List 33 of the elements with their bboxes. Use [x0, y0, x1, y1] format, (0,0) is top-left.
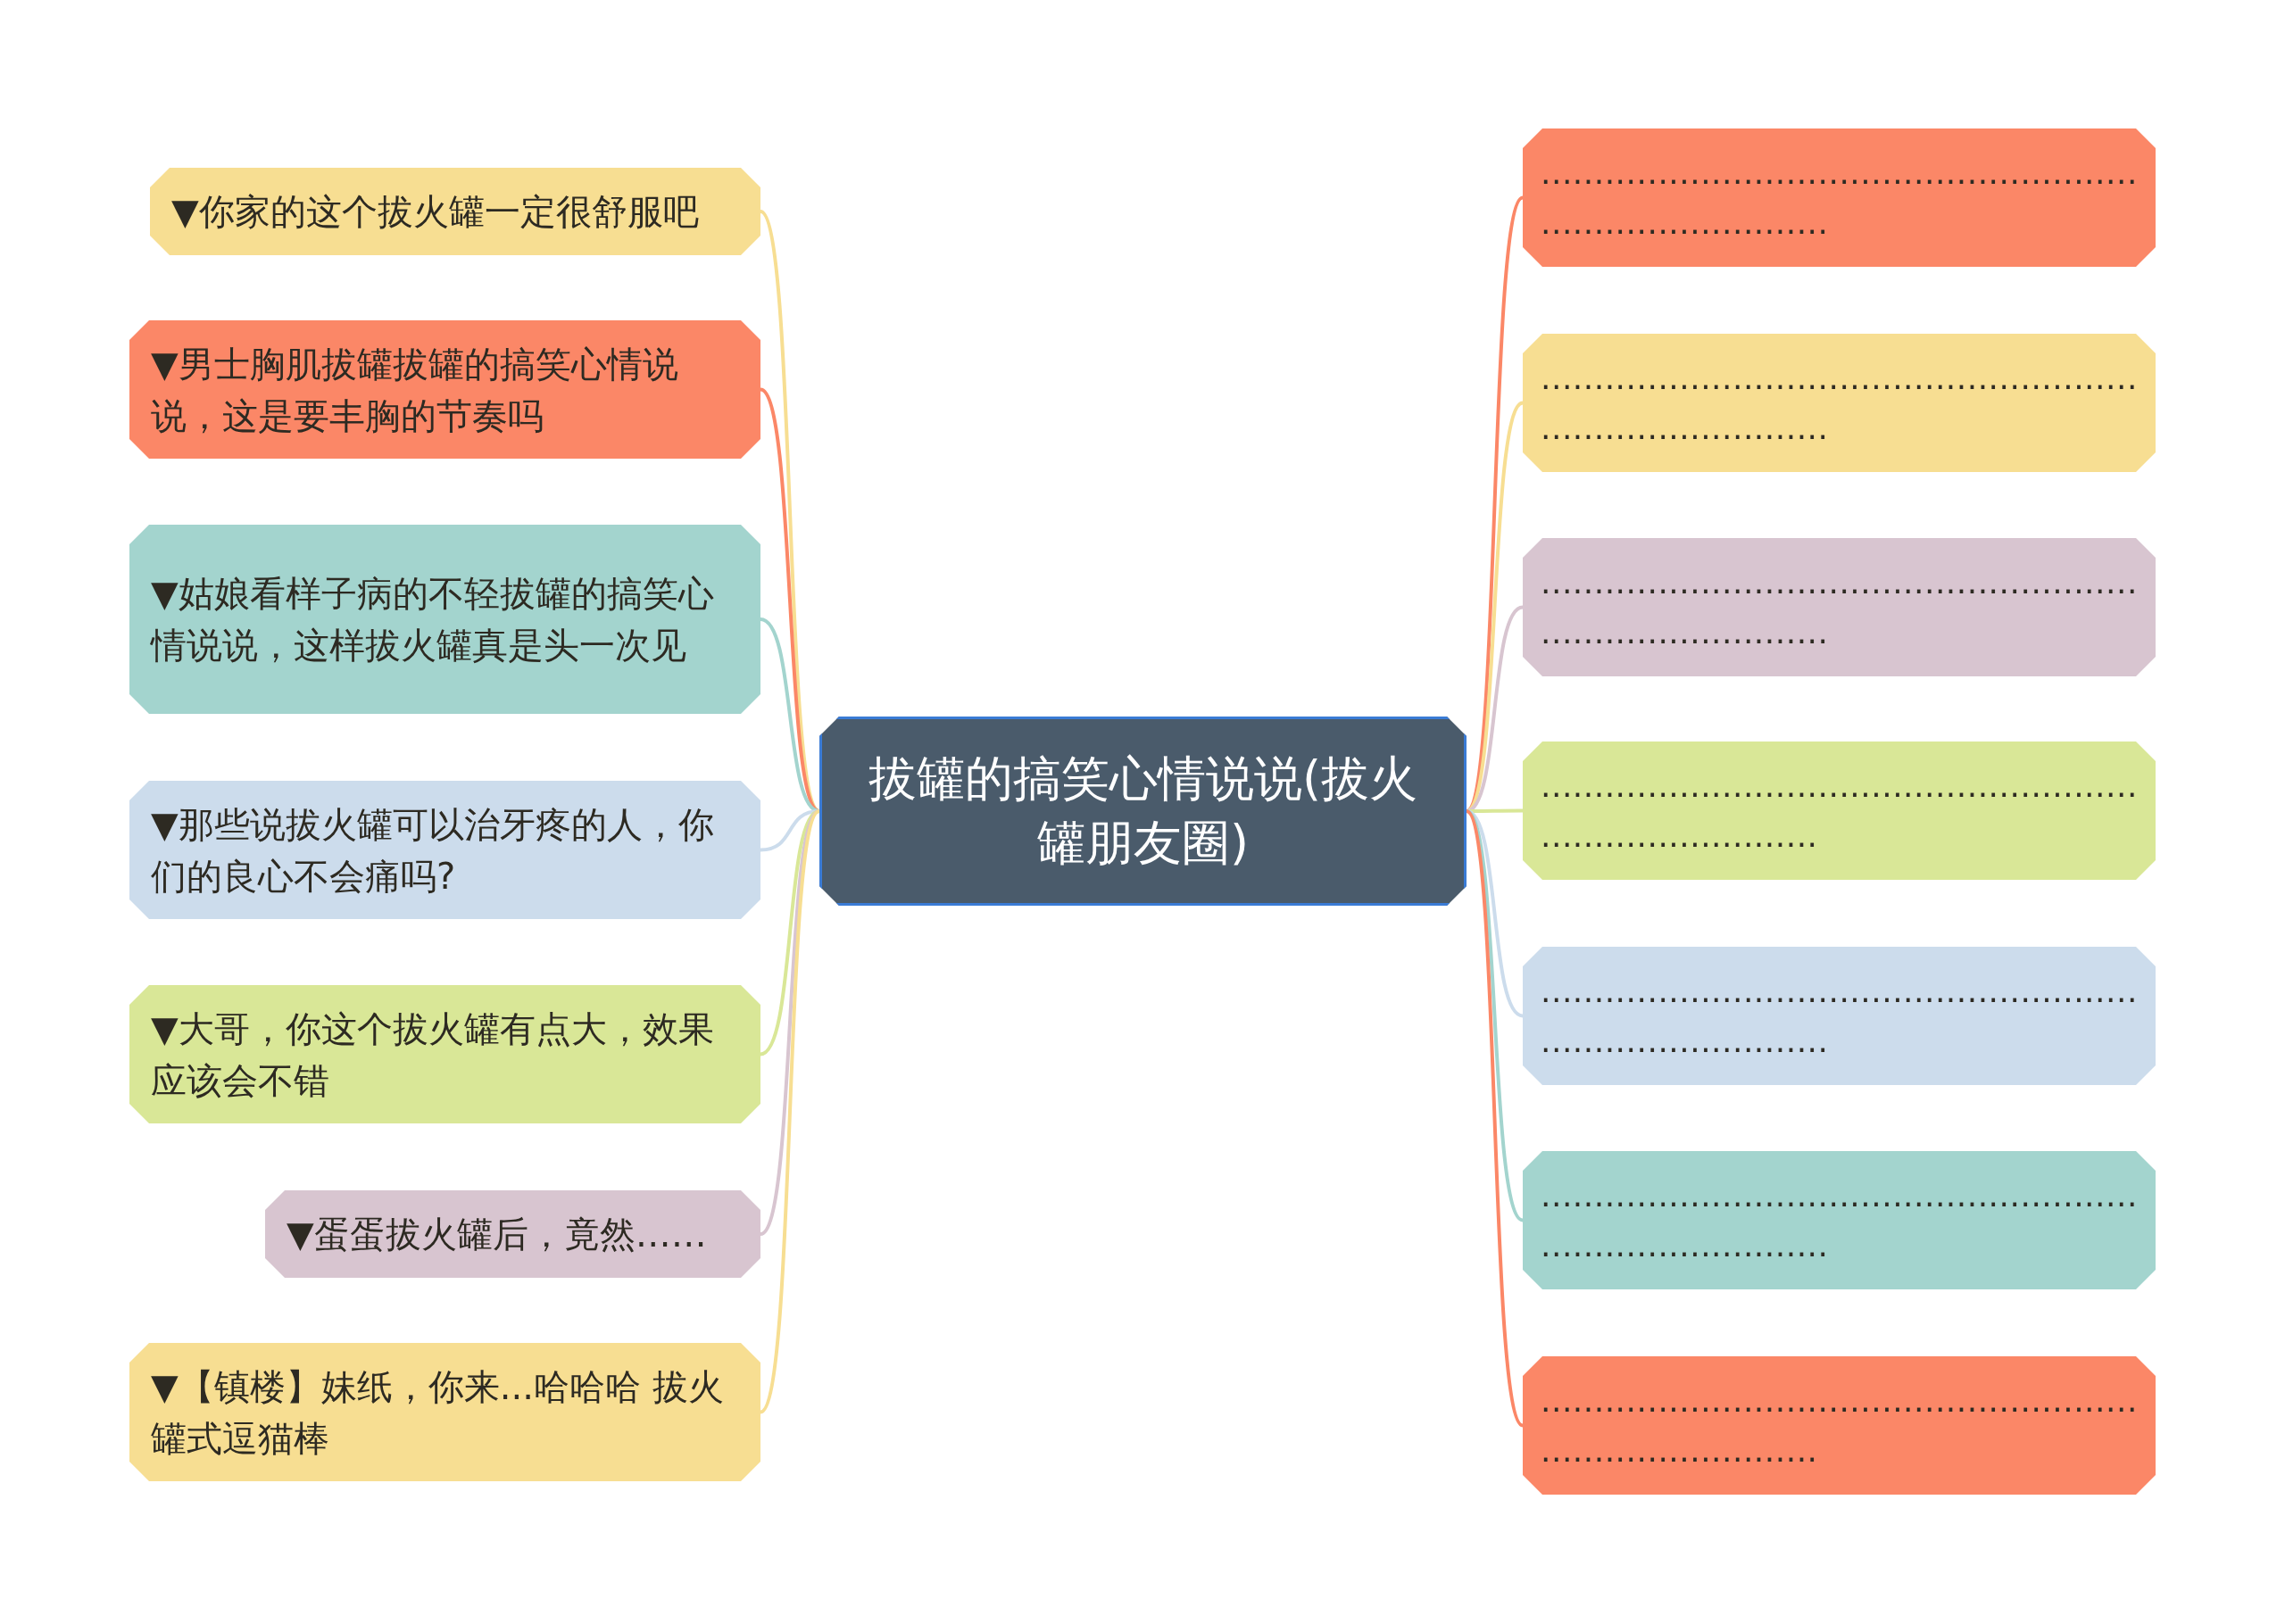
topic-box — [129, 320, 760, 459]
topic-box — [265, 1190, 760, 1278]
topic-box — [1523, 334, 2156, 472]
topic-box — [129, 1343, 760, 1481]
topic-text: ▼蛋蛋拔火罐后，竟然…… — [287, 1213, 708, 1256]
topic-box — [1523, 1151, 2156, 1289]
topic-box — [129, 525, 760, 714]
topic-box — [150, 168, 760, 255]
topic-box — [1523, 1356, 2156, 1495]
topic-text: ................................................................................... — [1541, 153, 2139, 243]
connector-line — [1465, 809, 1525, 1427]
topic-box — [129, 985, 760, 1123]
topic-text: ▼大哥，你这个拔火罐有点大，效果应该会不错 — [151, 1007, 715, 1103]
central-topic-box — [819, 717, 1467, 906]
connector-line — [1467, 808, 1523, 813]
topic-box — [1523, 742, 2156, 880]
connector-line — [1466, 809, 1524, 1018]
topic-box — [1523, 538, 2156, 676]
topic-text: ▼姑娘看样子病的不轻拔罐的搞笑心情说说，这样拔火罐真是头一次见 — [151, 572, 715, 667]
central-topic-text: 拔罐的搞笑心情说说(拔火罐朋友圈) — [867, 750, 1419, 873]
topic-text: ................................................................................... — [1541, 971, 2139, 1061]
topic-text: .................................................................................. — [1541, 1380, 2139, 1471]
topic-text: ▼那些说拔火罐可以治牙疼的人，你们的良心不会痛吗? — [151, 802, 715, 899]
topic-text: ................................................................................... — [1541, 358, 2139, 448]
topic-box — [1523, 947, 2156, 1085]
topic-box — [1523, 128, 2156, 267]
topic-text: .................................................................................. — [1541, 766, 2139, 856]
topic-text: ................................................................................... — [1541, 562, 2139, 652]
topic-text: ▼【镇楼】妹纸，你来...哈哈哈 拔火罐式逗猫棒 — [151, 1364, 725, 1461]
topic-text: ▼你家的这个拔火罐一定很舒服吧 — [171, 190, 700, 234]
topic-box — [129, 781, 760, 919]
topic-text: ▼男士胸肌拔罐拔罐的搞笑心情说说，这是要丰胸的节奏吗 — [151, 342, 679, 438]
topic-text: ................................................................................... — [1541, 1175, 2139, 1265]
